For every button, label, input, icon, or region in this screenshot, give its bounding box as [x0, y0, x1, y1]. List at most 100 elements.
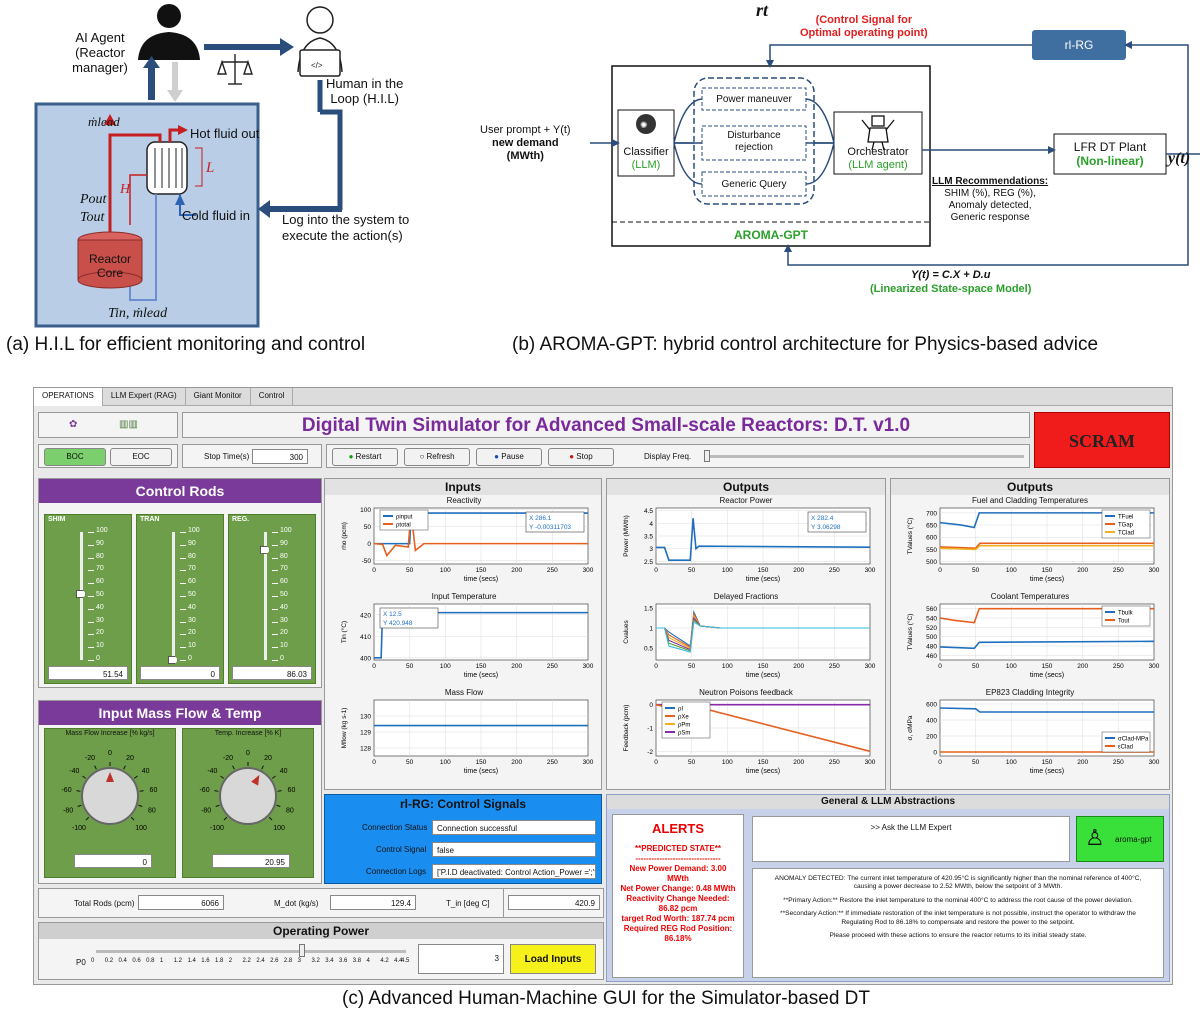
ask-llm-box[interactable]: >> Ask the LLM Expert [752, 816, 1070, 862]
x-tick-label: 250 [1113, 759, 1124, 766]
rod-track[interactable] [172, 532, 175, 660]
x-axis-label: time (secs) [1030, 576, 1064, 583]
x-tick-label: 200 [511, 663, 522, 670]
rod-name: SHIM [48, 516, 66, 523]
power-maneuver-label: Power maneuver [716, 94, 792, 105]
charts-icon: ▥▥ [119, 419, 138, 430]
x-tick-label: 50 [972, 567, 980, 574]
m-lead-label: ṁlead [88, 114, 120, 129]
display-freq-slider[interactable] [704, 455, 1024, 458]
knob-tick-label: 100 [135, 825, 147, 832]
prompt-line3: (MWth) [506, 150, 544, 162]
stop-button[interactable]: ● Stop [548, 448, 614, 466]
y-axis-label: TValues (°C) [906, 518, 914, 555]
panel-a-diagram: </> [34, 4, 343, 328]
knob-tick [139, 790, 144, 792]
x-tick-label: 50 [688, 567, 696, 574]
y-axis-label: σ, σMPa [907, 715, 914, 740]
x-tick-label: 200 [793, 567, 804, 574]
ai-agent-line2: (Reactor manager) [72, 45, 128, 75]
classifier-line1: Classifier [623, 146, 669, 158]
pause-label: Pause [501, 452, 524, 461]
display-freq-handle[interactable] [704, 450, 710, 462]
poisons-plot-title: Neutron Poisons feedback [699, 688, 793, 697]
y-tick-label: 410 [360, 634, 371, 641]
x-tick-label: 100 [722, 567, 733, 574]
rod-tick-label: 20 [280, 629, 288, 637]
legend-label: ρXe [678, 715, 689, 721]
tab-control[interactable]: Control [251, 388, 294, 406]
p0-field[interactable]: 3 [418, 944, 504, 974]
alert-line: 86.18% [664, 934, 692, 943]
load-inputs-button[interactable]: Load Inputs [510, 944, 596, 974]
tab-giant-monitor[interactable]: Giant Monitor [186, 388, 251, 406]
alert-line: MWth [667, 874, 689, 883]
y-tick-label: 2.5 [644, 559, 653, 566]
plant-label: LFR DT Plant(Non-linear) [1054, 140, 1166, 168]
x-tick-label: 250 [1113, 663, 1124, 670]
x-tick-label: 150 [1042, 663, 1053, 670]
t-in-label: Tin, ṁlead [108, 306, 168, 321]
aroma-gpt-button[interactable]: ♙ aroma-gpt [1076, 816, 1164, 862]
knob-tick-label: -40 [69, 768, 79, 775]
rod-name: REG. [232, 516, 250, 523]
ai-agent-head-icon [157, 4, 181, 28]
rod-tick-label: 60 [280, 578, 288, 586]
rod-handle[interactable] [168, 656, 178, 664]
y-axis-label: rho (pcm) [341, 522, 348, 550]
x-tick-label: 0 [372, 663, 376, 670]
rod-handle[interactable] [76, 590, 86, 599]
stop-time-field[interactable]: 300 [252, 449, 308, 464]
x-tick-label: 50 [406, 759, 414, 766]
boc-button[interactable]: BOC [44, 448, 106, 466]
knob-body[interactable] [219, 767, 277, 825]
hot-fluid-out-label: Hot fluid out [190, 126, 260, 141]
p0-tick-label: 1.6 [201, 958, 210, 964]
rod-handle[interactable] [260, 545, 270, 554]
x-axis-label: time (secs) [746, 768, 780, 775]
scale-icon [217, 54, 253, 85]
log-line1: Log into the system to [282, 212, 410, 227]
reactor_power-plot-title: Reactor Power [719, 496, 773, 505]
knob-body[interactable] [81, 767, 139, 825]
p0-tick-label: 3.4 [325, 958, 334, 964]
pause-icon: ● [494, 452, 499, 461]
restart-button[interactable]: ● Restart [332, 448, 398, 466]
rod-tick [88, 621, 94, 623]
knob-tick-label: 0 [246, 750, 250, 757]
x-tick-label: 200 [793, 759, 804, 766]
llm-response-line: ANOMALY DETECTED: The current inlet temp… [774, 875, 1142, 882]
p0-slider-track[interactable] [96, 950, 406, 953]
exponent-label: ×10-12 [656, 698, 673, 700]
tab-operations[interactable]: OPERATIONS [34, 388, 103, 406]
knob-tick [232, 765, 235, 770]
y-tick-label: 3.5 [644, 534, 653, 541]
p0-slider-handle[interactable] [299, 944, 305, 957]
y-tick-label: 1 [649, 626, 653, 633]
L-label: L [206, 160, 215, 176]
ai-agent-label: AI Agent(Reactor manager) [50, 30, 150, 75]
rod-tick [272, 596, 278, 597]
x-tick-label: 250 [829, 759, 840, 766]
pause-button[interactable]: ● Pause [476, 448, 542, 466]
rod-track[interactable] [264, 532, 267, 660]
eoc-button[interactable]: EOC [110, 448, 172, 466]
x-tick-label: 100 [722, 663, 733, 670]
yt-label: y(t) [1168, 150, 1191, 167]
generic-query-label: Generic Query [721, 179, 787, 190]
caption-c: (c) Advanced Human-Machine GUI for the S… [342, 988, 870, 1009]
cold-fluid-in-label: Cold fluid in [182, 208, 250, 223]
human-laptop-icon [297, 6, 343, 77]
ctrl-signal-field: false [432, 842, 596, 857]
x-tick-label: 100 [1006, 567, 1017, 574]
rod-tick-label: 40 [280, 603, 288, 611]
rod-tick [180, 544, 186, 546]
tab-llm-expert[interactable]: LLM Expert (RAG) [103, 388, 186, 406]
rod-tick [272, 660, 278, 661]
scram-button[interactable]: SCRAM [1034, 412, 1170, 468]
refresh-button[interactable]: ○ Refresh [404, 448, 470, 466]
